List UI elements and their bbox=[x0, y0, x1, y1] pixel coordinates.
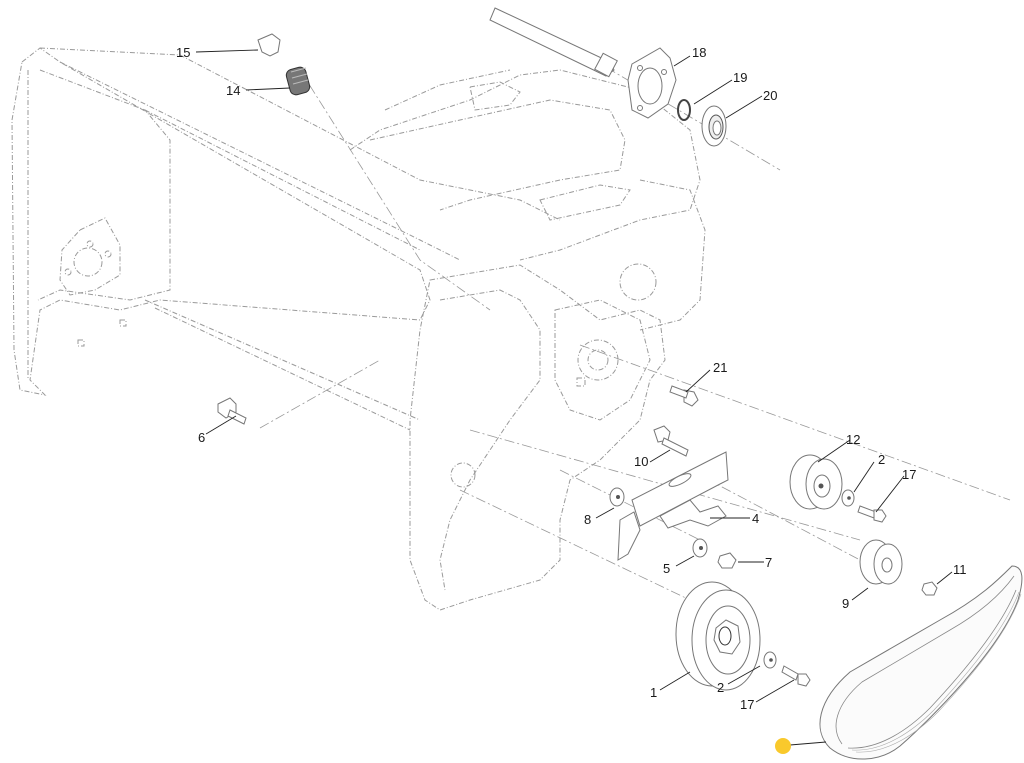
callout-5[interactable]: 5 bbox=[663, 561, 670, 576]
drive-bolt-part[interactable] bbox=[781, 665, 811, 687]
callout-20[interactable]: 20 bbox=[763, 88, 777, 103]
callout-18[interactable]: 18 bbox=[692, 45, 706, 60]
callout-17-drive[interactable]: 17 bbox=[740, 697, 754, 712]
washer-2-idler-part[interactable] bbox=[841, 489, 855, 507]
flat-idler-pulley-part[interactable] bbox=[859, 539, 903, 585]
spring-part[interactable] bbox=[285, 66, 311, 96]
side-plate-bolt-part[interactable] bbox=[669, 385, 699, 407]
washer-8-part[interactable] bbox=[609, 487, 625, 507]
washer-2-drive-part[interactable] bbox=[763, 651, 777, 669]
callout-8[interactable]: 8 bbox=[584, 512, 591, 527]
drive-pulley-part[interactable] bbox=[675, 581, 761, 691]
bearing-flange-part[interactable] bbox=[627, 47, 677, 119]
callout-12[interactable]: 12 bbox=[846, 432, 860, 447]
ball-bearing-part[interactable] bbox=[701, 105, 727, 147]
callout-2-idler[interactable]: 2 bbox=[878, 452, 885, 467]
callout-17-idler[interactable]: 17 bbox=[902, 467, 916, 482]
idler-arm-bracket-part[interactable] bbox=[617, 451, 729, 561]
flange-nut-7-part[interactable] bbox=[717, 552, 737, 569]
flange-nut-11-part[interactable] bbox=[921, 581, 938, 596]
callout-6[interactable]: 6 bbox=[198, 430, 205, 445]
spring-clip-part[interactable] bbox=[257, 33, 281, 57]
callout-14[interactable]: 14 bbox=[226, 83, 240, 98]
callout-10[interactable]: 10 bbox=[634, 454, 648, 469]
callout-2-drive[interactable]: 2 bbox=[717, 680, 724, 695]
callout-labels: 15 14 18 19 20 21 6 10 12 2 17 4 8 5 7 9… bbox=[176, 45, 967, 712]
drive-belt-part[interactable] bbox=[819, 565, 1023, 760]
callout-15[interactable]: 15 bbox=[176, 45, 190, 60]
housing-bolt-part[interactable] bbox=[217, 397, 247, 425]
callout-7[interactable]: 7 bbox=[765, 555, 772, 570]
drive-belt-hotspot[interactable] bbox=[775, 738, 791, 754]
auger-shaft[interactable] bbox=[489, 7, 618, 78]
callout-21[interactable]: 21 bbox=[713, 360, 727, 375]
callout-19[interactable]: 19 bbox=[733, 70, 747, 85]
washer-5-part[interactable] bbox=[692, 538, 708, 558]
callout-1[interactable]: 1 bbox=[650, 685, 657, 700]
retaining-ring-part[interactable] bbox=[677, 99, 691, 121]
callout-9[interactable]: 9 bbox=[842, 596, 849, 611]
auger-housing-frame bbox=[11, 47, 706, 611]
callout-4[interactable]: 4 bbox=[752, 511, 759, 526]
callout-leaders bbox=[195, 49, 953, 746]
idler-bolt-part[interactable] bbox=[857, 505, 887, 523]
idler-arm-bolt-part[interactable] bbox=[653, 425, 689, 457]
grooved-idler-pulley-part[interactable] bbox=[789, 454, 843, 510]
callout-11[interactable]: 11 bbox=[953, 562, 967, 577]
